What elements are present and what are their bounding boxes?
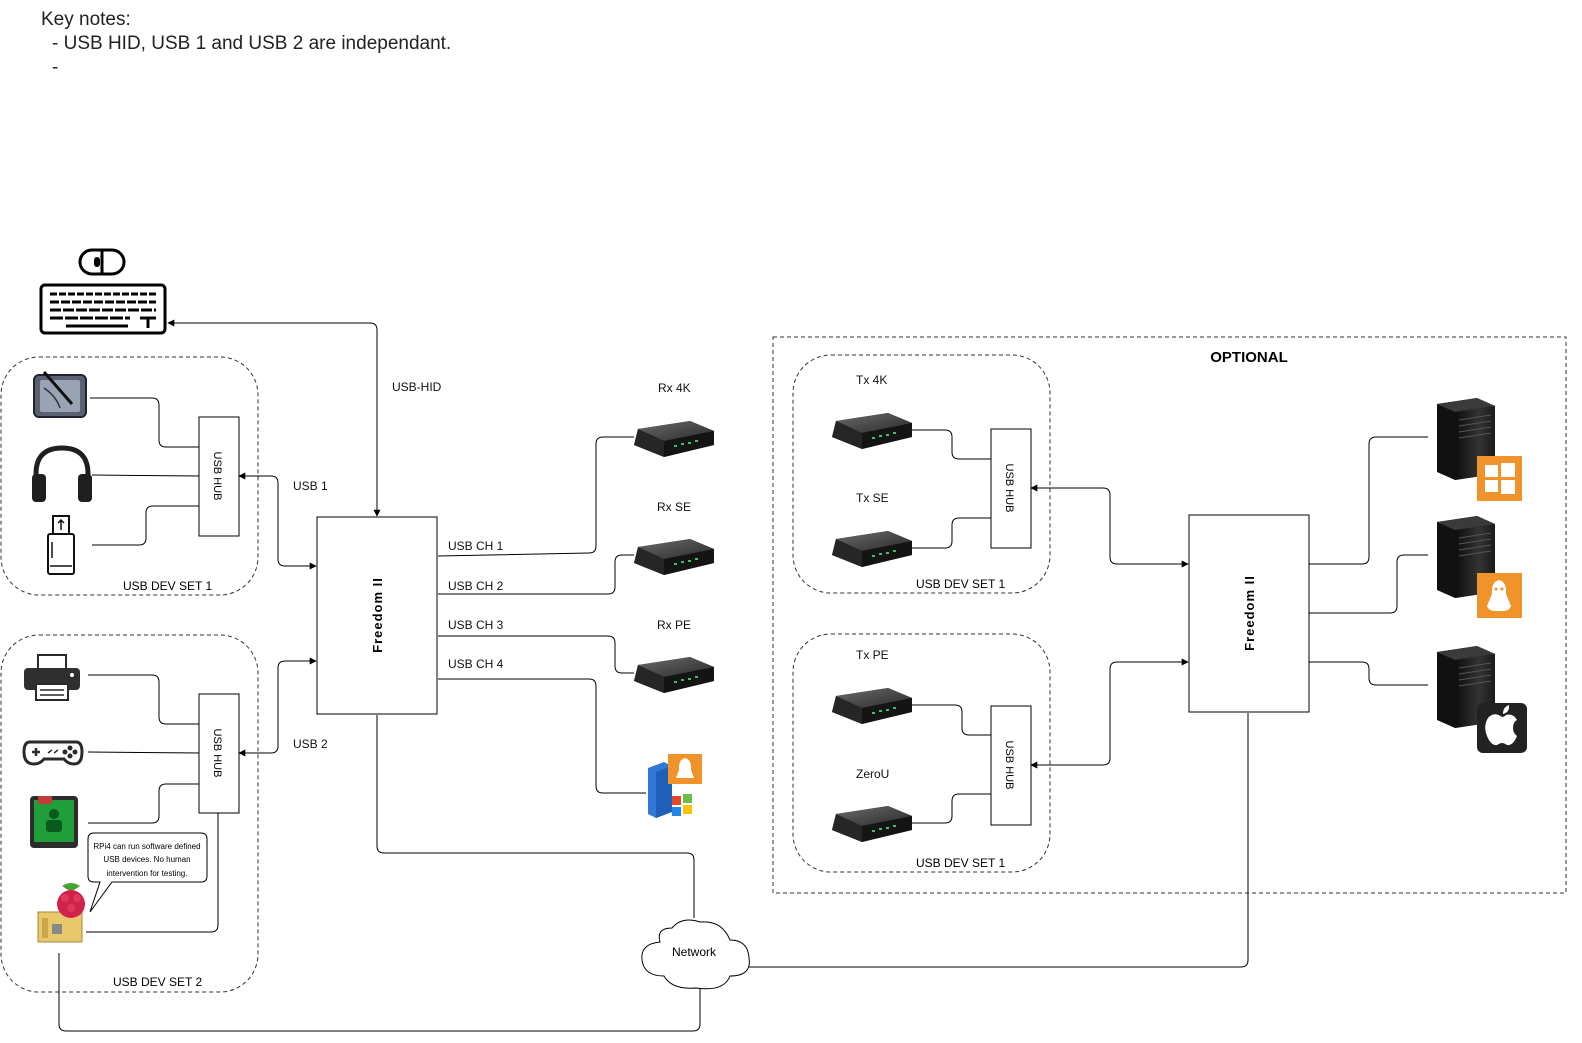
zerou-label: ZeroU bbox=[856, 767, 889, 781]
drawing-tablet-icon[interactable] bbox=[33, 371, 87, 418]
tx-pe-extender-icon[interactable] bbox=[832, 688, 912, 724]
keyboard-mouse-icon[interactable] bbox=[39, 248, 167, 335]
tx-pe-label: Tx PE bbox=[856, 648, 889, 662]
key-notes-title: Key notes: bbox=[41, 9, 131, 30]
zerou-extender-icon[interactable] bbox=[832, 806, 912, 842]
linux-logo-icon bbox=[1477, 573, 1522, 618]
network-label: Network bbox=[672, 945, 717, 959]
usb-hub-set-1-label: USB HUB bbox=[211, 452, 223, 501]
dev-set-1-label: USB DEV SET 1 bbox=[123, 579, 212, 593]
key-notes-line-2: - bbox=[52, 57, 59, 78]
mac-host[interactable] bbox=[1436, 645, 1527, 753]
printer-icon[interactable] bbox=[24, 654, 80, 701]
usb-ch1-label: USB CH 1 bbox=[448, 539, 504, 553]
right-freedom-switch[interactable]: Freedom II bbox=[1188, 514, 1310, 713]
rpi-callout-line-3: intervention for testing. bbox=[107, 869, 188, 878]
usb-hub-optional-a[interactable]: USB HUB bbox=[990, 428, 1032, 549]
usb-2-link bbox=[238, 657, 317, 757]
usb-hub-optional-b[interactable]: USB HUB bbox=[990, 705, 1032, 826]
optional-hub-a-link bbox=[1030, 484, 1189, 568]
card-reader-icon[interactable] bbox=[30, 796, 78, 848]
multi-os-server-icon[interactable] bbox=[648, 754, 702, 818]
usb-ch2-label: USB CH 2 bbox=[448, 579, 504, 593]
optional-dev-set-b-label: USB DEV SET 1 bbox=[916, 856, 1005, 870]
rpi-callout-line-2: USB devices. No human bbox=[103, 855, 190, 864]
windows-host[interactable] bbox=[1436, 397, 1522, 501]
raspberry-pi-icon[interactable] bbox=[37, 883, 85, 943]
tx-se-label: Tx SE bbox=[856, 491, 889, 505]
left-freedom-label: Freedom II bbox=[370, 577, 385, 653]
right-freedom-label: Freedom II bbox=[1242, 575, 1257, 651]
key-notes: Key notes: - USB HID, USB 1 and USB 2 ar… bbox=[41, 8, 451, 80]
usb-1-label: USB 1 bbox=[293, 479, 328, 493]
rx-4k-extender-icon[interactable] bbox=[634, 421, 714, 457]
usb-hid-link bbox=[167, 319, 381, 517]
usb-stick-icon[interactable] bbox=[47, 515, 75, 575]
usb-hub-optional-b-label: USB HUB bbox=[1003, 741, 1015, 790]
optional-hub-b-link bbox=[1030, 658, 1189, 769]
tx-4k-label: Tx 4K bbox=[856, 373, 887, 387]
rx-pe-label: Rx PE bbox=[657, 618, 691, 632]
usb-ch3-label: USB CH 3 bbox=[448, 618, 504, 632]
optional-label: OPTIONAL bbox=[1210, 349, 1288, 366]
rx-se-extender-icon[interactable] bbox=[634, 539, 714, 575]
dev-set-2-group bbox=[0, 634, 259, 993]
apple-logo-icon bbox=[1477, 703, 1527, 753]
network-cloud[interactable]: Network bbox=[641, 919, 750, 990]
left-freedom-switch[interactable]: Freedom II bbox=[316, 516, 438, 715]
usb-2-label: USB 2 bbox=[293, 737, 328, 751]
rx-se-label: Rx SE bbox=[657, 500, 691, 514]
linux-host[interactable] bbox=[1436, 515, 1522, 618]
key-notes-line-1: - USB HID, USB 1 and USB 2 are independa… bbox=[52, 33, 452, 54]
usb-hid-label: USB-HID bbox=[392, 380, 442, 394]
rpi-callout: RPi4 can run software defined USB device… bbox=[87, 832, 208, 913]
gamepad-icon[interactable] bbox=[22, 740, 84, 766]
usb-hub-set-1[interactable]: USB HUB bbox=[198, 416, 240, 537]
optional-region bbox=[772, 336, 1567, 894]
optional-dev-set-a-label: USB DEV SET 1 bbox=[916, 577, 1005, 591]
usb-ch4-label: USB CH 4 bbox=[448, 657, 504, 671]
rx-4k-label: Rx 4K bbox=[658, 381, 691, 395]
rpi-callout-line-1: RPi4 can run software defined bbox=[93, 842, 200, 851]
usb-hub-optional-a-label: USB HUB bbox=[1003, 464, 1015, 513]
windows-logo-icon bbox=[1477, 456, 1522, 501]
usb-hub-set-2[interactable]: USB HUB bbox=[198, 693, 240, 814]
tx-se-extender-icon[interactable] bbox=[832, 531, 912, 567]
tx-4k-extender-icon[interactable] bbox=[832, 413, 912, 449]
headphones-icon[interactable] bbox=[32, 445, 92, 502]
usb-1-link bbox=[238, 472, 317, 570]
dev-set-2-label: USB DEV SET 2 bbox=[113, 975, 202, 989]
usb-hub-set-2-label: USB HUB bbox=[211, 729, 223, 778]
rx-pe-extender-icon[interactable] bbox=[634, 657, 714, 693]
